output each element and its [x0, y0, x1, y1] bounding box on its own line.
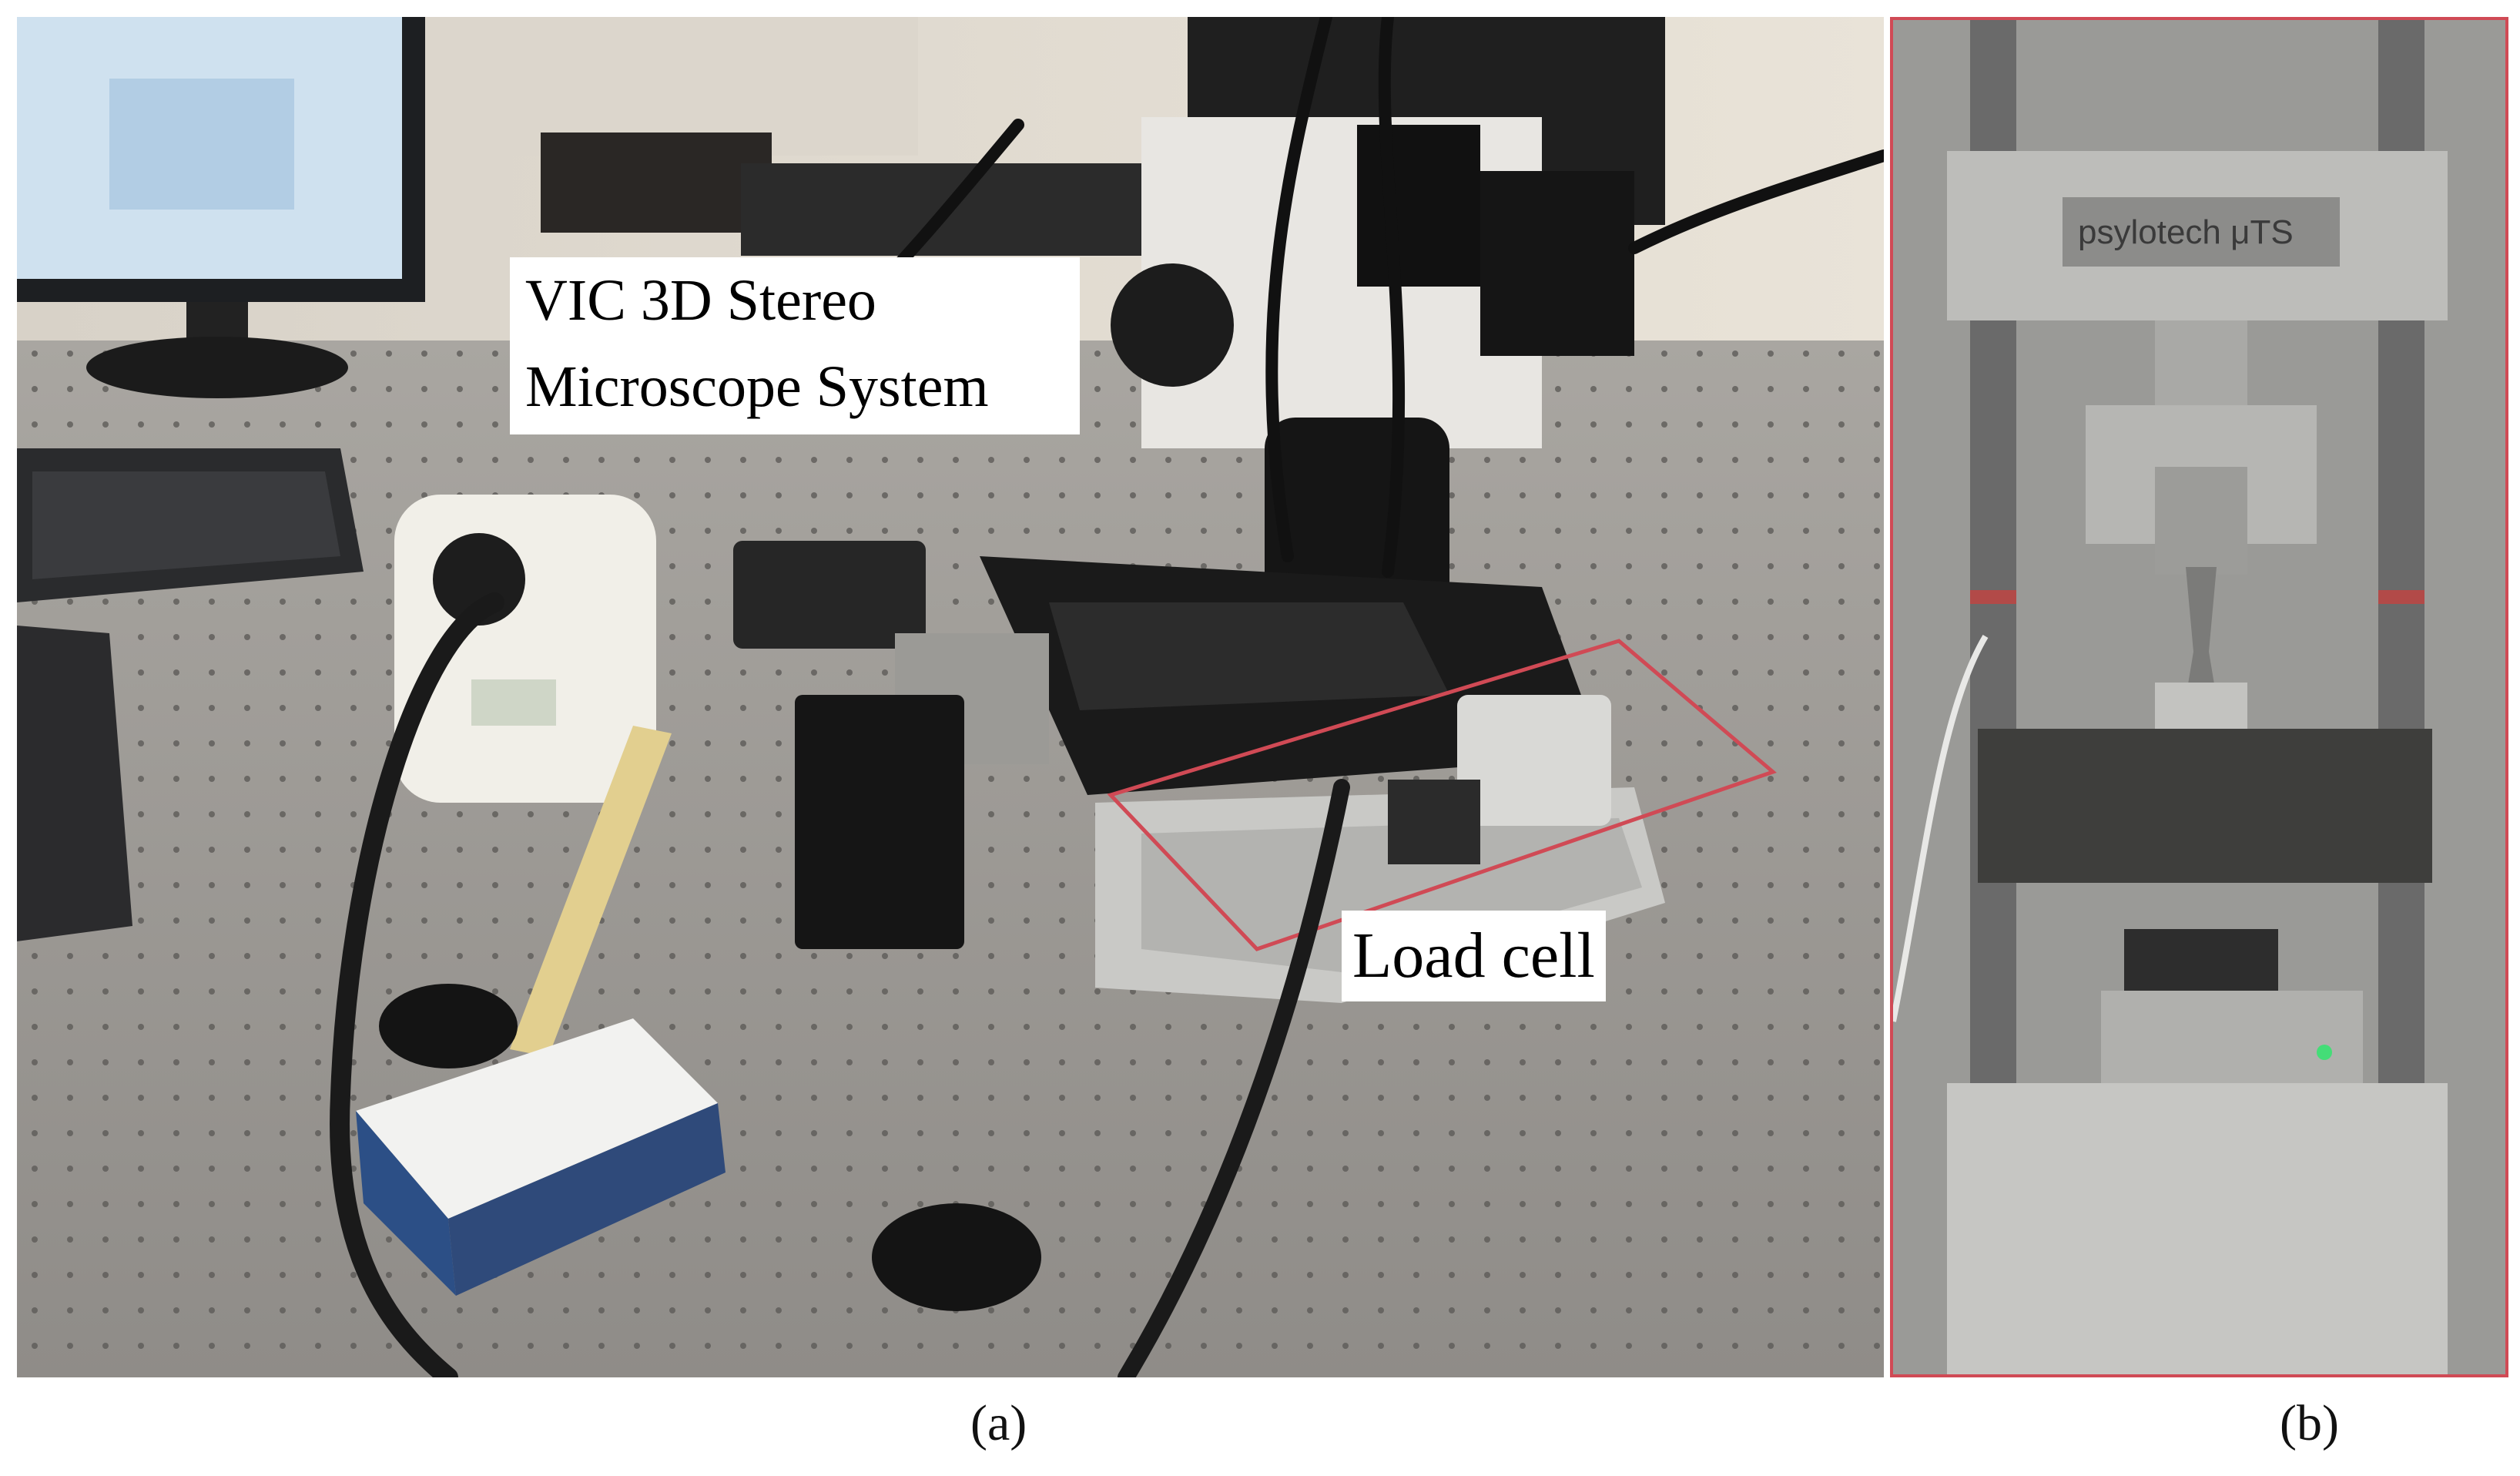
- lower-grip: [1978, 683, 2432, 883]
- daq-device: [356, 1018, 726, 1296]
- tensile-stage: [1095, 695, 1665, 1003]
- light-source: [394, 495, 656, 803]
- translation-stage: [895, 556, 1603, 795]
- caption-a: (a): [970, 1395, 1027, 1451]
- ruler: [510, 726, 672, 1057]
- sensor-cable: [1893, 634, 1989, 1022]
- lens-mount-block: [795, 695, 964, 949]
- panel-b-photo: psylotech μTS: [1890, 17, 2508, 1377]
- power-supply: [733, 541, 926, 649]
- tensile-closeup: psylotech μTS: [1893, 20, 2505, 1374]
- fiber-optic-light-guide-2: [1118, 779, 1350, 1377]
- load-cell: [1947, 929, 2448, 1374]
- brand-mark: psylotech μTS: [2078, 213, 2294, 251]
- upper-crosshead: psylotech μTS: [1947, 151, 2448, 413]
- dogbone-specimen: [2186, 567, 2217, 698]
- lens-cap: [379, 984, 518, 1068]
- rail-collar-left: [1970, 590, 2016, 604]
- fiber-optic-light-guide: [330, 592, 504, 1377]
- microscope-label-line2: Microscope System: [525, 354, 989, 419]
- keyboard: [17, 448, 364, 602]
- microscope-label-line1: VIC 3D Stereo: [525, 268, 876, 333]
- upper-grip: [2086, 405, 2317, 575]
- monitor: [17, 17, 425, 398]
- caption-b: (b): [2280, 1395, 2339, 1451]
- laptop: [17, 626, 132, 941]
- lens-cap: [872, 1203, 1041, 1311]
- load-cell-highlight: [1107, 639, 1777, 951]
- lab-scene: [17, 17, 1884, 1377]
- rail-collar-right: [2378, 590, 2424, 604]
- load-cell-label: Load cell: [1342, 911, 1606, 1001]
- back-instrument: [541, 133, 772, 233]
- microscope-label: VIC 3D Stereo Microscope System: [510, 257, 1080, 434]
- panel-a-photo: VIC 3D Stereo Microscope System Load cel…: [17, 17, 1884, 1377]
